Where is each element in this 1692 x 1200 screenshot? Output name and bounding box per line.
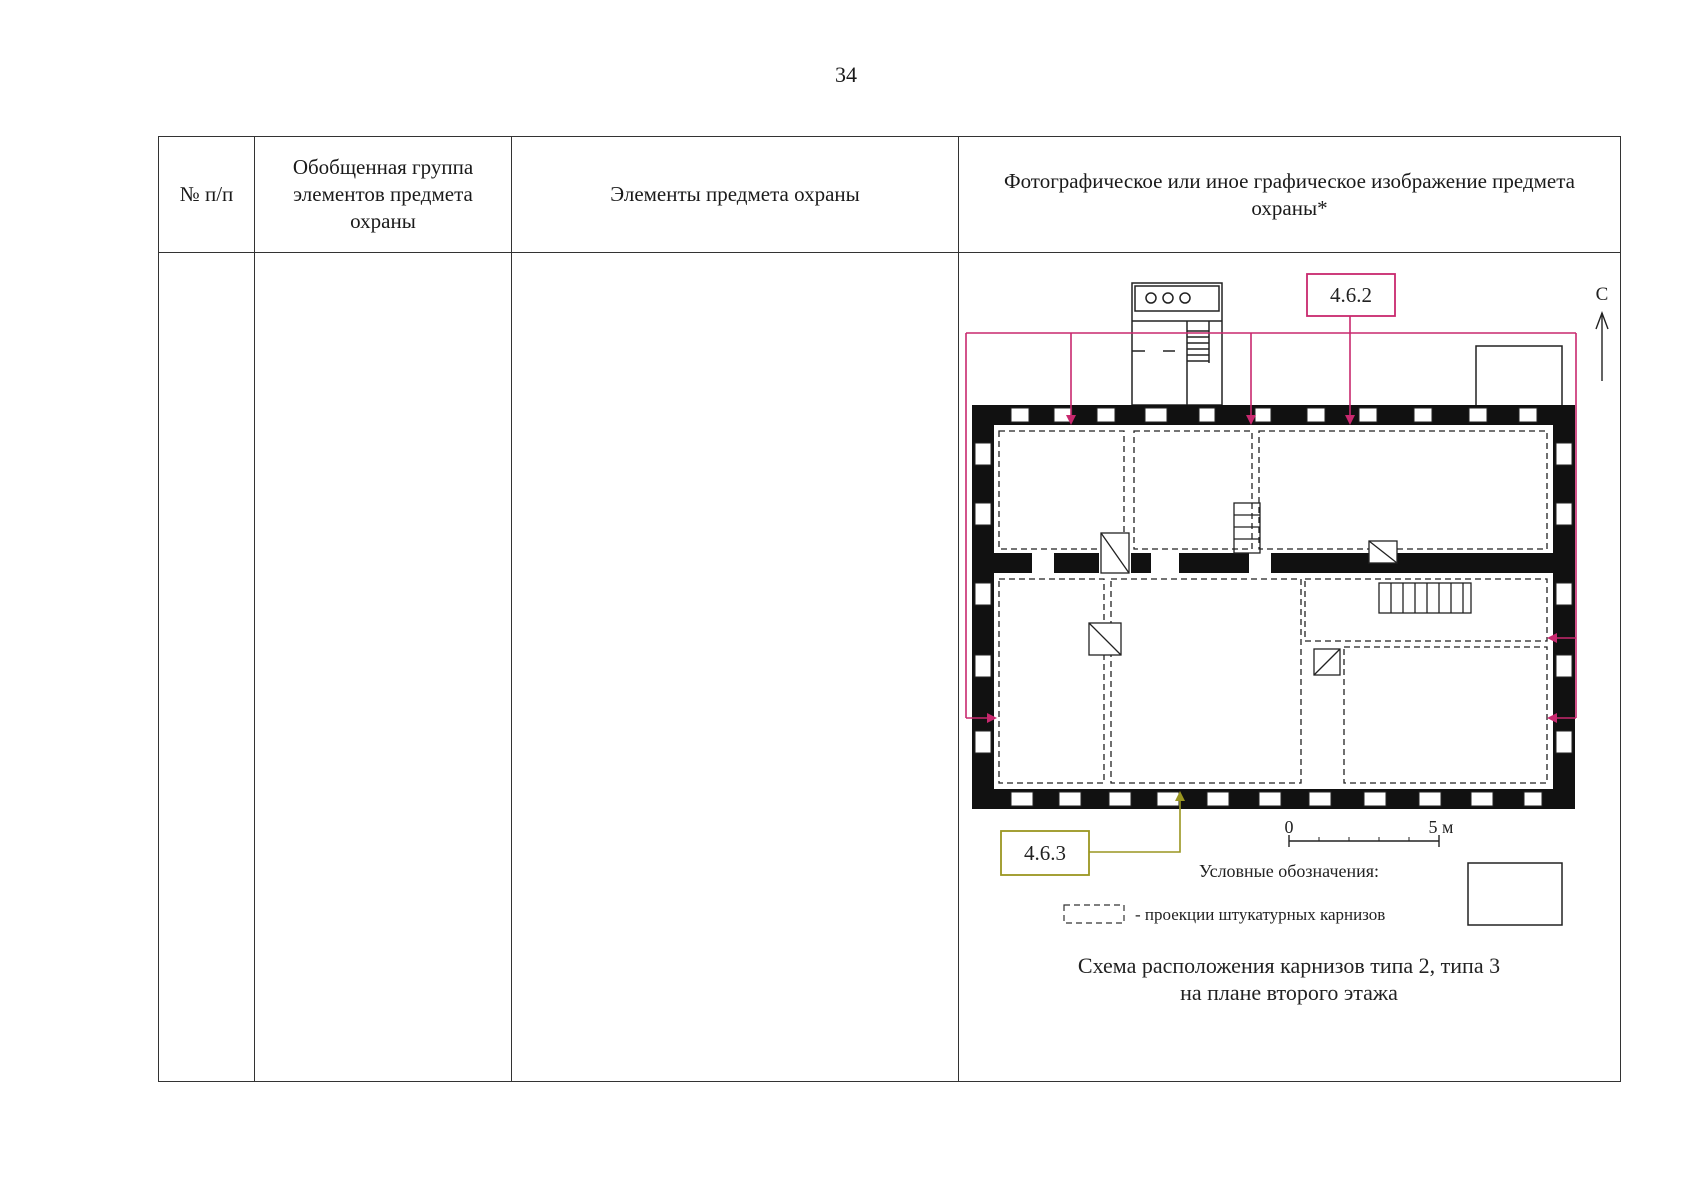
table-header-row: № п/п Обобщенная группа элементов предме… bbox=[158, 136, 1621, 253]
header-number: № п/п bbox=[158, 136, 255, 253]
callout-box-top bbox=[1306, 273, 1396, 317]
cornice-projections bbox=[998, 430, 1548, 784]
scale-end-label: 5 м bbox=[1429, 817, 1454, 837]
north-label: С bbox=[1596, 284, 1609, 305]
callout-label-bottom: 4.6.3 bbox=[1024, 841, 1066, 865]
header-elements: Элементы предмета охраны bbox=[511, 136, 959, 253]
page-number: 34 bbox=[835, 62, 857, 87]
stair-annex bbox=[1131, 282, 1223, 406]
outer-walls bbox=[972, 405, 1575, 809]
north-arrow-icon: С bbox=[1595, 284, 1609, 381]
header-image: Фотографическое или иное графическое изо… bbox=[958, 136, 1621, 253]
legend-title: Условные обозначения: bbox=[1199, 861, 1379, 881]
floor-plan-diagram: 4.6.2 4.6.3 С bbox=[965, 273, 1609, 1005]
scale-bar: 0 5 м bbox=[1285, 817, 1454, 847]
header-group: Обобщенная группа элементов предмета охр… bbox=[254, 136, 512, 253]
callout-box-bottom bbox=[1000, 830, 1090, 876]
scale-start-label: 0 bbox=[1285, 817, 1294, 837]
heritage-table: № п/п Обобщенная группа элементов предме… bbox=[158, 136, 1621, 1082]
north-annex bbox=[1475, 345, 1563, 407]
legend-swatch bbox=[1063, 904, 1125, 924]
cell-group bbox=[254, 252, 512, 1082]
table-row: 4.6.2 4.6.3 С bbox=[158, 252, 1621, 1082]
callout-label-top: 4.6.2 bbox=[1330, 283, 1372, 307]
legend: Условные обозначения: - проекции штукату… bbox=[1063, 861, 1385, 924]
legend-item-label: - проекции штукатурных карнизов bbox=[1135, 905, 1385, 924]
cell-image: 4.6.2 4.6.3 С bbox=[958, 252, 1621, 1082]
figure-caption-line1: Схема расположения карнизов типа 2, типа… bbox=[1078, 953, 1500, 978]
callout-4-6-3: 4.6.3 bbox=[1000, 791, 1185, 876]
cell-number bbox=[158, 252, 255, 1082]
south-annex bbox=[1467, 862, 1563, 926]
callout-4-6-2: 4.6.2 bbox=[965, 273, 1577, 723]
cell-elements bbox=[511, 252, 959, 1082]
figure-caption-line2: на плане второго этажа bbox=[1180, 980, 1398, 1005]
interior-details bbox=[1088, 502, 1472, 676]
